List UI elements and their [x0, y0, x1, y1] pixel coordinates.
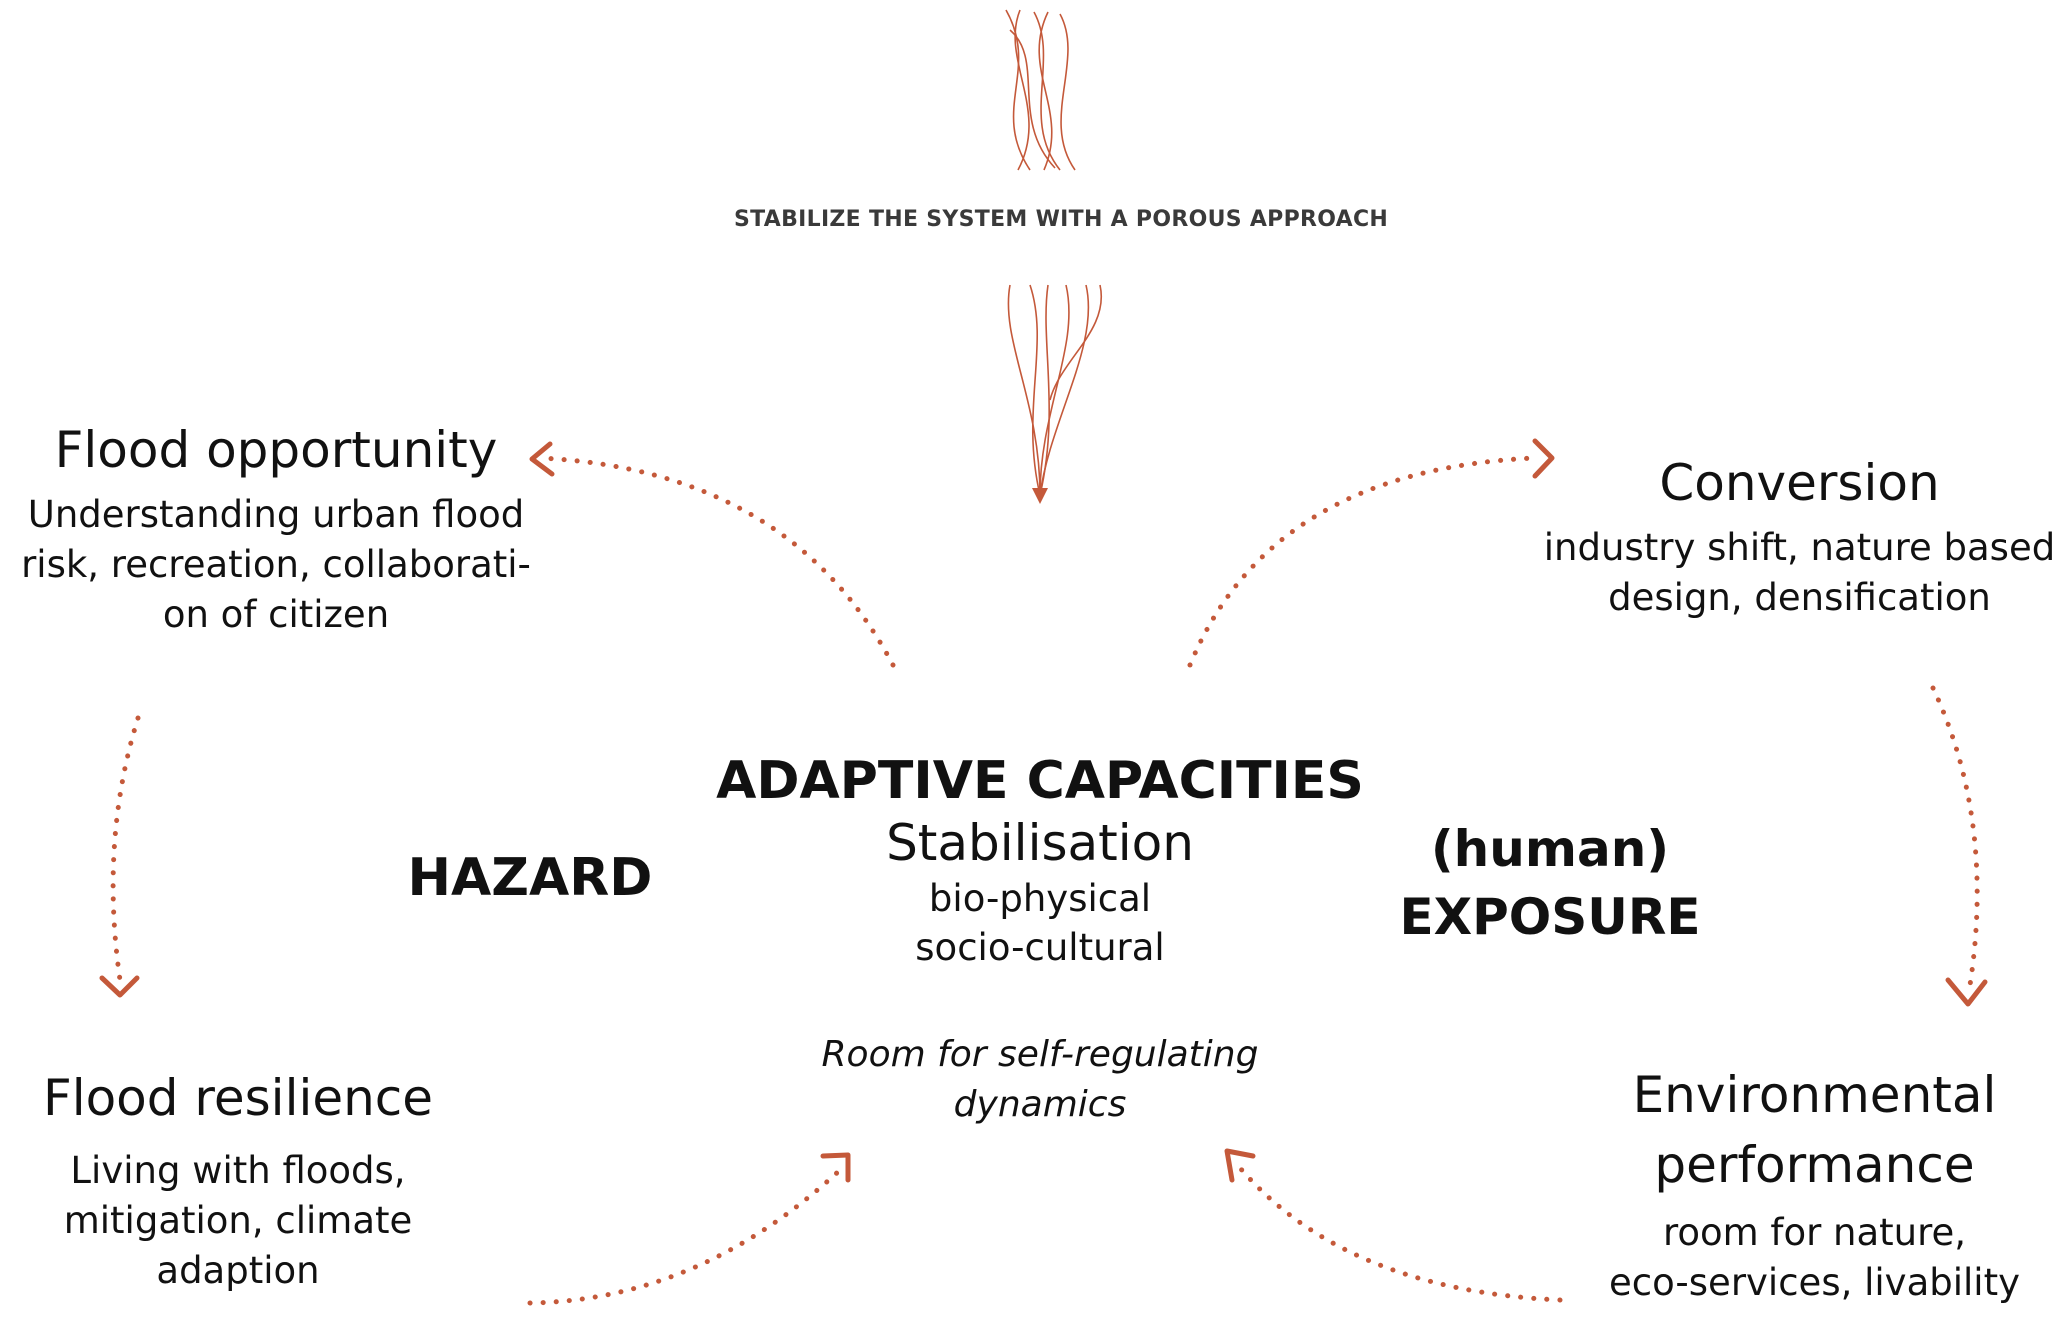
flood-resilience-desc-3: adaption	[156, 1249, 320, 1292]
arrow-center-to-flood-opportunity	[537, 455, 896, 668]
arrow-conversion-to-environmental	[1930, 685, 1980, 988]
flood-opportunity-title: Flood opportunity	[54, 421, 498, 479]
conversion-block: Conversion industry shift, nature based …	[1530, 447, 2069, 623]
stabilisation-subtitle: Stabilisation	[886, 814, 1194, 872]
flood-resilience-desc-1: Living with floods,	[70, 1149, 406, 1192]
center-line-bio-physical: bio-physical	[928, 877, 1152, 920]
flood-opportunity-desc-2: risk, recreation, collaborati-	[21, 543, 531, 586]
exposure-line-human: (human)	[1430, 820, 1670, 878]
environmental-performance-title-2: performance	[1654, 1136, 1975, 1194]
center-block: ADAPTIVE CAPACITIES Stabilisation bio-ph…	[640, 750, 1440, 972]
arrowhead-environmental	[1945, 977, 1988, 1007]
center-note-line1: Room for self-regulating	[821, 1034, 1259, 1075]
arrow-flood-opportunity-to-resilience	[110, 715, 141, 983]
adaptive-capacities-title: ADAPTIVE CAPACITIES	[716, 751, 1364, 811]
arrow-center-to-conversion	[1187, 455, 1538, 668]
arrowhead-center-left	[820, 1152, 851, 1183]
center-note-line2: dynamics	[953, 1084, 1127, 1125]
tagline: STABILIZE THE SYSTEM WITH A POROUS APPRO…	[734, 207, 1389, 232]
arrow-environmental-to-center	[1232, 1159, 1563, 1303]
flood-opportunity-desc-3: on of citizen	[162, 593, 390, 636]
flood-resilience-block: Flood resilience Living with floods, mit…	[0, 1062, 476, 1296]
hazard-label: HAZARD	[407, 848, 653, 908]
environmental-performance-title-1: Environmental	[1632, 1066, 1997, 1124]
arrowhead-flood-resilience	[99, 975, 140, 998]
center-note: Room for self-regulating dynamics	[740, 1030, 1340, 1130]
exposure-line-exposure: EXPOSURE	[1399, 888, 1701, 946]
flood-resilience-title: Flood resilience	[42, 1069, 434, 1127]
flood-opportunity-desc-1: Understanding urban flood	[27, 493, 525, 536]
conversion-desc-2: design, densification	[1608, 576, 1991, 619]
arrowhead-center-right	[1224, 1148, 1256, 1183]
arrowhead-flood-opportunity	[529, 441, 555, 477]
flood-opportunity-block: Flood opportunity Understanding urban fl…	[0, 414, 552, 640]
environmental-performance-desc-1: room for nature,	[1662, 1211, 1967, 1254]
arrowhead-conversion	[1532, 438, 1555, 479]
environmental-performance-block: Environmental performance room for natur…	[1560, 1060, 2069, 1308]
exposure-label: (human) EXPOSURE	[1340, 815, 1760, 951]
wavy-strands-icon	[1005, 9, 1076, 171]
conversion-desc-1: industry shift, nature based	[1543, 526, 2056, 569]
funnel-strands-arrow-icon	[1007, 284, 1103, 504]
environmental-performance-desc-2: eco-services, livability	[1609, 1261, 2020, 1304]
arrow-resilience-to-center	[527, 1167, 843, 1306]
center-line-socio-cultural: socio-cultural	[915, 926, 1165, 969]
flood-resilience-desc-2: mitigation, climate	[63, 1199, 413, 1242]
conversion-title: Conversion	[1659, 454, 1940, 512]
